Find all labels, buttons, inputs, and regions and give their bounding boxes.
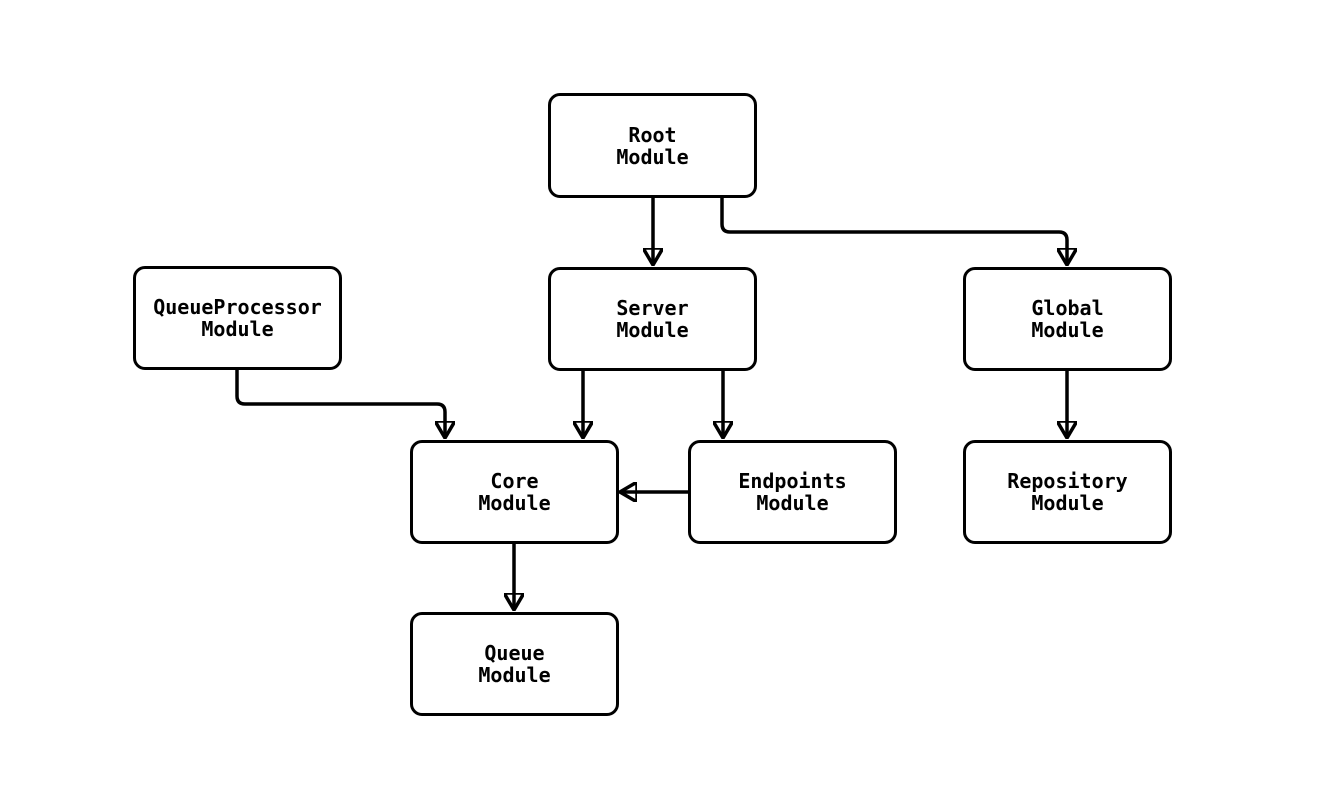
node-core-module-label: Core Module [478, 469, 551, 515]
node-global-module: Global Module [963, 267, 1172, 371]
edge-root-to-global [720, 198, 1067, 264]
node-queueprocessor-module-label: QueueProcessor Module [153, 295, 322, 341]
node-endpoints-module-label: Endpoints Module [738, 469, 847, 515]
node-endpoints-module: Endpoints Module [688, 440, 897, 544]
node-queueprocessor-module: QueueProcessor Module [133, 266, 342, 370]
node-server-module-label: Server Module [616, 296, 689, 342]
edge-queueprocessor-to-core [235, 370, 445, 437]
node-queue-module-label: Queue Module [478, 641, 551, 687]
node-repository-module-label: Repository Module [1007, 469, 1128, 515]
node-root-module: Root Module [548, 93, 757, 198]
node-root-module-label: Root Module [616, 122, 689, 169]
node-global-module-label: Global Module [1031, 296, 1104, 342]
node-repository-module: Repository Module [963, 440, 1172, 544]
node-queue-module: Queue Module [410, 612, 619, 716]
node-server-module: Server Module [548, 267, 757, 371]
node-core-module: Core Module [410, 440, 619, 544]
